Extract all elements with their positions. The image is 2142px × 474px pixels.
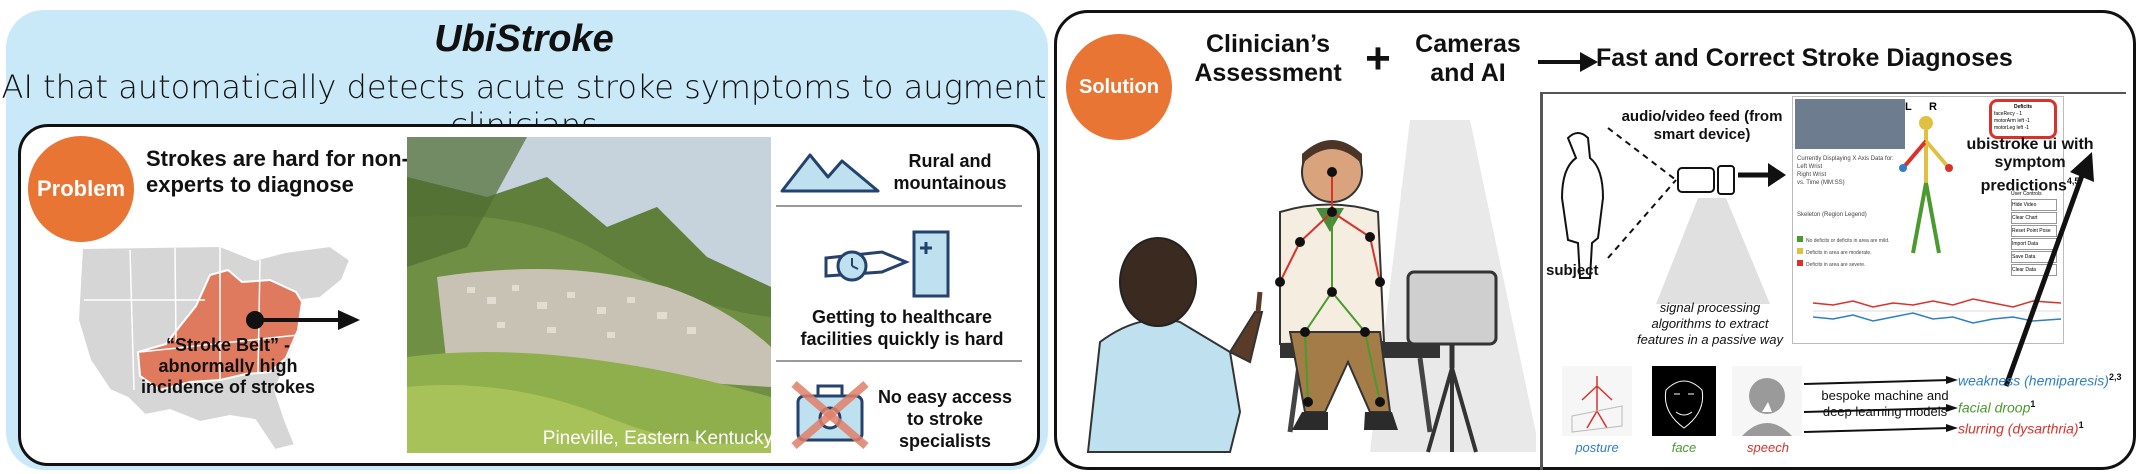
legend-text: No deficits or deficits in area are mild… [1806, 238, 1890, 244]
ui-text-line: Currently Displaying X Axis Data for: [1797, 156, 1894, 162]
problem-label: Problem [36, 176, 126, 201]
divider [776, 205, 1022, 207]
photo-caption: Pineville, Eastern Kentucky [542, 428, 773, 449]
subject-label: subject [1546, 262, 1599, 279]
header-rule [1540, 92, 2126, 94]
posture-label: posture [1575, 440, 1619, 455]
header-arrow-icon [1538, 52, 1598, 72]
vertical-rule [1540, 92, 1543, 470]
clear-data-button[interactable]: Clear Data [2011, 264, 2057, 276]
clinician-scene-illustration [1086, 120, 1536, 453]
mountains-icon [780, 153, 880, 193]
legend-row: No deficits or deficits in area are mild… [1797, 235, 1907, 247]
ui-signal-chart [1813, 298, 2061, 324]
legend-text: Deficits in area are moderate. [1806, 250, 1872, 256]
ui-legend: No deficits or deficits in area are mild… [1797, 235, 1907, 271]
ui-text-line: Skeleton (Region Legend) [1797, 212, 1867, 218]
problem-badge: Problem [28, 136, 134, 242]
problem-heading: Strokes are hard for non-experts to diag… [146, 146, 409, 197]
challenge-text-rural: Rural and mountainous [893, 151, 1007, 193]
reset-pose-button[interactable]: Reset Point Pose [2011, 225, 2057, 237]
solution-label: Solution [1079, 75, 1159, 98]
ui-label: ubistroke ui with symptom predictions4,5 [1950, 136, 2110, 195]
deficit-line: motorArm left -1 [1994, 118, 2030, 124]
deficit-line: motorLeg left -1 [1994, 125, 2030, 131]
clear-chart-button[interactable]: Clear Chart [2011, 212, 2057, 224]
posture-thumbnail [1562, 366, 1632, 436]
feed-label: audio/video feed (from smart device) [1621, 108, 1783, 143]
output-weakness: weakness (hemiparesis)2,3 [1958, 372, 2138, 389]
output-slurring-text: slurring (dysarthria) [1958, 420, 2079, 437]
output-slurring-sup: 1 [2078, 420, 2084, 430]
ui-label-text: ubistroke ui with symptom predictions [1966, 136, 2094, 195]
ui-small-text-block: Currently Displaying X Axis Data for: Le… [1797, 155, 1907, 219]
output-facial-droop-text: facial droop [1958, 399, 2031, 416]
legend-text: Deficits in area are severe. [1806, 262, 1866, 268]
video-thumbnail [1795, 99, 1905, 149]
ui-text-line: vs. Time (MM:SS) [1797, 180, 1845, 186]
output-weakness-text: weakness (hemiparesis) [1958, 372, 2109, 389]
save-data-button[interactable]: Save Data [2011, 251, 2057, 263]
output-facial-droop: facial droop1 [1958, 399, 2128, 416]
header-cameras: Cameras and AI [1415, 30, 1521, 87]
model-output-arrows [1803, 376, 1958, 433]
speech-label: speech [1747, 440, 1789, 455]
ui-text-line: Right Wrist [1797, 172, 1827, 178]
pineville-photo [407, 137, 771, 453]
wristwatch-door-icon [824, 230, 950, 298]
crossed-medical-kit-icon [791, 380, 869, 450]
divider [776, 360, 1022, 362]
map-arrowhead [338, 310, 360, 330]
app-title: UbiStroke [434, 18, 614, 60]
legend-row: Deficits in area are severe. [1797, 259, 1907, 271]
ui-skeleton-figure [1899, 116, 1953, 254]
hide-video-button[interactable]: Hide Video [2011, 199, 2057, 211]
skeleton-right-letter: R [1929, 101, 1937, 113]
deficits-title: Deficits [2013, 104, 2033, 110]
face-label: face [1671, 440, 1697, 455]
output-weakness-sup: 2,3 [2108, 372, 2122, 382]
ui-pointer-arrow [2003, 152, 2094, 387]
header-diagnoses: Fast and Correct Stroke Diagnoses [1596, 44, 2013, 72]
model-label: bespoke machine and deep learning models [1821, 388, 1949, 419]
ui-text-line: Left Wrist [1797, 164, 1823, 170]
ui-label-superscript: 4,5 [2066, 176, 2080, 186]
signal-processing-label: signal processing algorithms to extract … [1637, 300, 1783, 347]
challenge-text-specialists: No easy access to stroke specialists [877, 387, 1013, 451]
speech-thumbnail [1732, 366, 1802, 436]
ui-side-buttons: User Controls Hide Video Clear Chart Res… [2011, 189, 2057, 276]
header-clinician: Clinician’s Assessment [1194, 30, 1342, 87]
subject-feed-diagram [1560, 127, 1770, 304]
skeleton-left-letter: L [1905, 101, 1912, 113]
output-slurring: slurring (dysarthria)1 [1958, 420, 2128, 437]
solution-badge: Solution [1066, 34, 1172, 140]
stroke-belt-label: “Stroke Belt” - abnormally high incidenc… [140, 335, 316, 397]
us-map-illustration [76, 244, 360, 452]
ui-controls-heading: User Controls [2011, 191, 2042, 197]
app-subtitle: AI that automatically detects acute stro… [1, 68, 1047, 144]
legend-row: Deficits in area are moderate. [1797, 247, 1907, 259]
face-thumbnail [1652, 366, 1716, 436]
ubistroke-ui-screenshot: Currently Displaying X Axis Data for: Le… [1792, 96, 2064, 344]
deficit-line: faceRecy - 1 [1994, 111, 2023, 117]
challenge-text-healthcare: Getting to healthcare facilities quickly… [800, 307, 1004, 349]
feed-arrow-icon [1738, 163, 1786, 187]
output-facial-droop-sup: 1 [2030, 399, 2036, 409]
header-plus: + [1365, 34, 1391, 83]
deficits-box: Deficits faceRecy - 1 motorArm left -1 m… [1989, 99, 2057, 139]
